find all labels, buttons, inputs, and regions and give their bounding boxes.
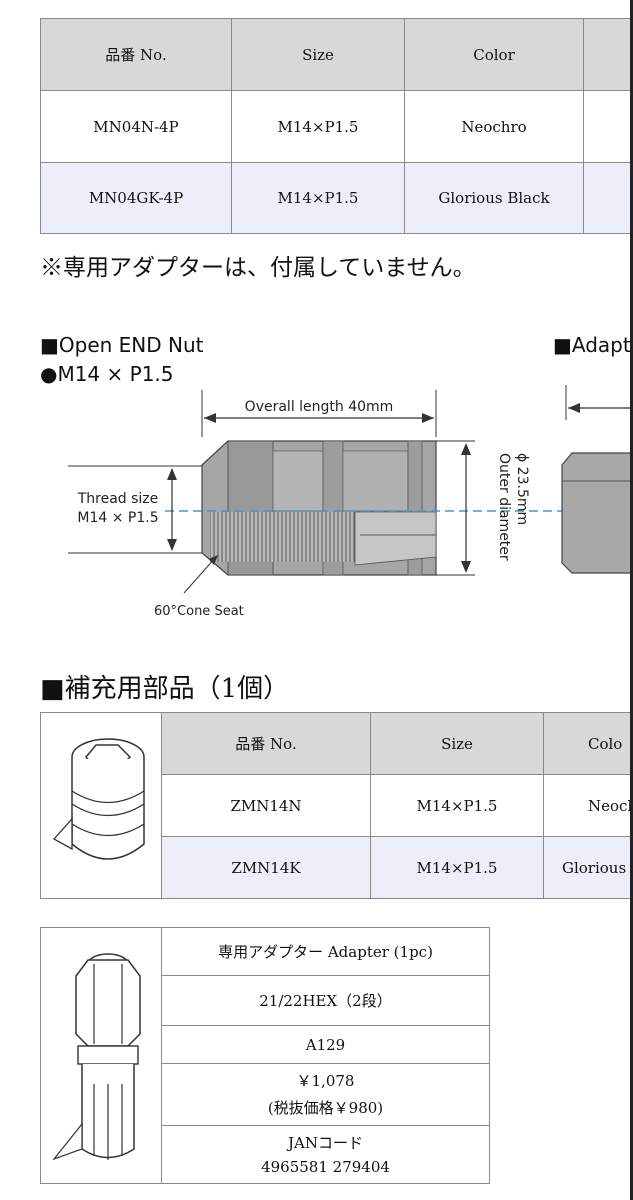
nut-technical-drawing: Overall length 40mm Thread size M14 × P1… xyxy=(68,385,633,619)
cell-size: M14×P1.5 xyxy=(370,836,544,899)
adapter-row-name: 専用アダプター Adapter (1pc) xyxy=(40,927,490,1184)
table-header-row: 品番 No. Size Color xyxy=(40,18,633,91)
thread-size-label-line1: Thread size xyxy=(77,491,159,507)
overall-length-dimension: Overall length 40mm xyxy=(201,390,437,437)
header-extra xyxy=(583,18,633,91)
header-part-no: 品番 No. xyxy=(161,712,371,775)
adapter-row-jan: JANコード 4965581 279404 xyxy=(41,1125,490,1184)
product-table: 品番 No. Size Color MN04N-4P M14×P1.5 Neoc… xyxy=(40,18,633,234)
adapter-row-price: ￥1,078 (税抜価格￥980) xyxy=(41,1063,490,1126)
cone-seat-callout: 60°Cone Seat xyxy=(154,555,244,619)
parts-table: 品番 No. Size Colo ZMN14N M14×P1.5 Neoch Z… xyxy=(40,712,633,899)
cell-part-no: ZMN14K xyxy=(161,836,371,899)
table-row: MN04N-4P M14×P1.5 Neochro xyxy=(40,90,633,163)
adapter-table: 専用アダプター Adapter (1pc) 21/22HEX（2段） A129 … xyxy=(40,927,490,1184)
adapter-name: 専用アダプター Adapter (1pc) xyxy=(161,927,490,976)
cone-seat-label: 60°Cone Seat xyxy=(154,604,244,619)
table-header-row: 品番 No. Size Colo xyxy=(40,712,633,899)
adapter-diagram-title: ■Adapt xyxy=(553,333,631,357)
header-size: Size xyxy=(370,712,544,775)
cell-part-no: MN04GK-4P xyxy=(40,162,232,234)
table-row: MN04GK-4P M14×P1.5 Glorious Black xyxy=(40,162,633,234)
thread-size-label-line2: M14 × P1.5 xyxy=(77,510,158,526)
overall-length-label: Overall length 40mm xyxy=(245,399,394,415)
adapter-price: ￥1,078 xyxy=(296,1071,355,1090)
cell-size: M14×P1.5 xyxy=(231,162,405,234)
cell-color: Glorious Black xyxy=(404,162,584,234)
adapter-row-hex: 21/22HEX（2段） xyxy=(41,975,490,1026)
adapter-hex-size: 21/22HEX（2段） xyxy=(161,975,490,1026)
adapter-image-cell xyxy=(40,927,162,1184)
nut-body xyxy=(201,440,437,576)
cell-extra xyxy=(583,90,633,163)
adapter-price-excl-tax: (税抜価格￥980) xyxy=(267,1098,384,1117)
cell-size: M14×P1.5 xyxy=(231,90,405,163)
cell-color: Neoch xyxy=(543,774,633,837)
lock-nut-image-cell xyxy=(40,712,162,899)
cell-color: Neochro xyxy=(404,90,584,163)
cell-part-no: ZMN14N xyxy=(161,774,371,837)
cell-extra xyxy=(583,162,633,234)
thread-size-dimension: Thread size M14 × P1.5 xyxy=(68,465,202,554)
adapter-jan-cell: JANコード 4965581 279404 xyxy=(161,1125,490,1184)
adapter-drawing-partial xyxy=(561,385,633,574)
adapter-price-cell: ￥1,078 (税抜価格￥980) xyxy=(161,1063,490,1126)
header-part-no: 品番 No. xyxy=(40,18,232,91)
header-color: Colo xyxy=(543,712,633,775)
header-size: Size xyxy=(231,18,405,91)
cell-size: M14×P1.5 xyxy=(370,774,544,837)
table-row: ZMN14N M14×P1.5 Neoch xyxy=(41,774,633,837)
jan-label: JANコード xyxy=(288,1133,363,1152)
parts-section-heading: ■補充用部品（1個） xyxy=(40,674,290,704)
adapter-product-code: A129 xyxy=(161,1025,490,1064)
adapter-icon xyxy=(52,952,141,1160)
cell-part-no: MN04N-4P xyxy=(40,90,232,163)
diagram-spec: ●M14 × P1.5 xyxy=(40,362,174,386)
cell-color: Glorious xyxy=(543,836,633,899)
adapter-note: ※専用アダプターは、付属していません。 xyxy=(40,255,476,281)
page-right-border xyxy=(630,0,633,1200)
jan-code: 4965581 279404 xyxy=(261,1157,390,1176)
table-row: ZMN14K M14×P1.5 Glorious xyxy=(41,836,633,899)
diagram-title: ■Open END Nut xyxy=(40,333,204,357)
header-color: Color xyxy=(404,18,584,91)
lock-nut-icon xyxy=(52,737,145,860)
